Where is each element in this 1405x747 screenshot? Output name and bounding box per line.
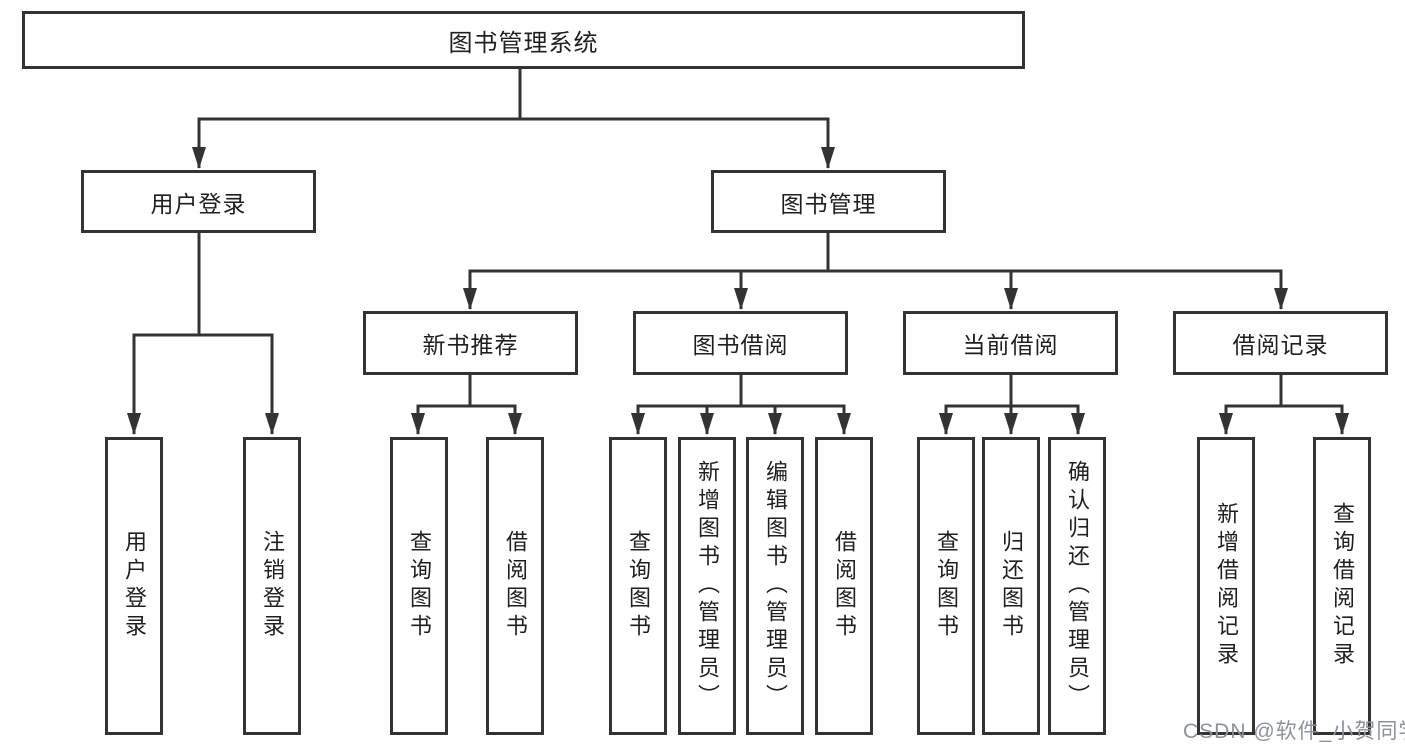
- node-leaf-bb-edit-book-admin: 编辑图书（管理员）: [746, 437, 804, 735]
- node-book-borrow: 图书借阅: [633, 311, 848, 375]
- node-leaf-cb-confirm-return-admin: 确认归还（管理员）: [1048, 437, 1106, 735]
- node-borrow-records: 借阅记录: [1173, 311, 1388, 375]
- node-user-login: 用户登录: [81, 170, 316, 233]
- node-leaf-cb-query-books: 查询图书: [917, 437, 975, 735]
- node-book-mgmt: 图书管理: [711, 170, 946, 233]
- node-leaf-cb-query-books-label: 查询图书: [934, 530, 959, 642]
- node-leaf-br-query-record: 查询借阅记录: [1313, 437, 1371, 735]
- node-leaf-bb-query-books: 查询图书: [609, 437, 667, 735]
- node-user-login-label: 用户登录: [150, 190, 247, 217]
- node-leaf-logout: 注销登录: [243, 437, 301, 735]
- node-leaf-bb-borrow-books-label: 借阅图书: [832, 530, 857, 642]
- node-leaf-bb-edit-book-admin-label: 编辑图书（管理员）: [763, 460, 788, 712]
- node-new-book-recommend: 新书推荐: [363, 311, 578, 375]
- node-leaf-bb-add-book-admin-label: 新增图书（管理员）: [695, 460, 720, 712]
- node-leaf-cb-return-books: 归还图书: [982, 437, 1040, 735]
- node-leaf-bb-query-books-label: 查询图书: [626, 530, 651, 642]
- node-book-borrow-label: 图书借阅: [692, 332, 789, 358]
- node-leaf-nbr-query-books-label: 查询图书: [407, 530, 432, 642]
- node-current-borrow: 当前借阅: [903, 311, 1118, 375]
- node-leaf-cb-confirm-return-admin-label: 确认归还（管理员）: [1065, 460, 1090, 712]
- node-leaf-br-query-record-label: 查询借阅记录: [1330, 502, 1355, 670]
- node-new-book-recommend-label: 新书推荐: [422, 332, 519, 358]
- node-leaf-cb-return-books-label: 归还图书: [999, 530, 1024, 642]
- node-borrow-records-label: 借阅记录: [1232, 332, 1329, 358]
- node-leaf-nbr-borrow-books-label: 借阅图书: [503, 530, 528, 642]
- node-leaf-nbr-borrow-books: 借阅图书: [486, 437, 544, 735]
- node-leaf-br-add-record: 新增借阅记录: [1197, 437, 1255, 735]
- node-book-mgmt-label: 图书管理: [780, 190, 877, 217]
- node-leaf-logout-label: 注销登录: [260, 530, 285, 642]
- node-leaf-br-add-record-label: 新增借阅记录: [1214, 502, 1239, 670]
- node-current-borrow-label: 当前借阅: [962, 332, 1059, 358]
- node-leaf-bb-borrow-books: 借阅图书: [815, 437, 873, 735]
- node-leaf-nbr-query-books: 查询图书: [390, 437, 448, 735]
- node-leaf-user-login-label: 用户登录: [122, 530, 147, 642]
- node-leaf-user-login: 用户登录: [105, 437, 163, 735]
- csdn-watermark: CSDN @软件_小贺同学: [1183, 720, 1405, 743]
- node-root: 图书管理系统: [22, 11, 1025, 69]
- node-leaf-bb-add-book-admin: 新增图书（管理员）: [678, 437, 736, 735]
- node-root-label: 图书管理系统: [448, 29, 599, 57]
